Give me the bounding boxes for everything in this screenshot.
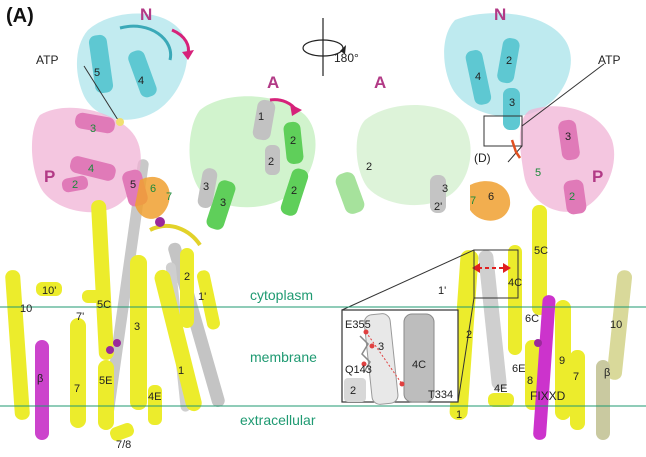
rotation-icon: [303, 18, 346, 76]
right-tm-helix-6e: 6E: [512, 364, 525, 375]
right-a-helix-6: 6: [488, 192, 494, 203]
right-tm-helix-1: 1: [456, 410, 462, 421]
right-a-helix-7: 7: [470, 196, 476, 207]
tm-helix-5c: [91, 200, 114, 361]
left-tm-helix-4e: 4E: [148, 392, 161, 403]
metal-ion-right: [534, 339, 542, 347]
left-p-helix-7: 7: [166, 192, 172, 203]
left-a-helix-1: 1: [258, 112, 264, 123]
metal-ion: [155, 217, 165, 227]
left-a-helix-2b: 2: [268, 157, 274, 168]
atp-left-site: [116, 118, 124, 126]
domain-n-left: N: [140, 6, 152, 23]
right-tm-helix-10: 10: [610, 320, 622, 331]
right-n-helix-4: 4: [475, 72, 481, 83]
right-tm-helix-8: 8: [527, 376, 533, 387]
label-cytoplasm: cytoplasm: [250, 288, 313, 302]
label-membrane: membrane: [250, 350, 317, 364]
inset-helix-2: 2: [350, 386, 356, 397]
a-domain-right: [357, 105, 471, 205]
domain-a-left: A: [267, 74, 279, 91]
left-a-helix-2a: 2: [290, 136, 296, 147]
right-p-helix-3: 3: [565, 132, 571, 143]
left-tm-helix-1: 1: [178, 366, 184, 377]
right-p-helix-2: 2: [569, 192, 575, 203]
left-p-helix-2: 2: [72, 180, 78, 191]
tm-helix-5e: [98, 360, 114, 430]
domain-a-right: A: [374, 74, 386, 91]
left-p-helix-5: 5: [130, 180, 136, 191]
left-tm-helix-7-8: 7/8: [116, 440, 131, 451]
left-a-helix-3a: 3: [203, 182, 209, 193]
metal-ion: [106, 346, 114, 354]
left-a-helix-2c: 2: [291, 186, 297, 197]
label-extracellular: extracellular: [240, 413, 315, 427]
tm-helix-7-right: [570, 350, 585, 430]
tm-helix-2: [180, 248, 194, 328]
right-tm-helix-6c: 6C: [525, 314, 539, 325]
left-a-helix-3b: 3: [220, 198, 226, 209]
left-tm-helix-7: 7: [74, 384, 80, 395]
left-tm-helix-7p: 7': [76, 312, 84, 323]
left-p-helix-6: 6: [150, 184, 156, 195]
right-tm-helix-4e: 4E: [494, 384, 507, 395]
label-d: (D): [474, 152, 491, 164]
inset-helix-4c: 4C: [412, 360, 426, 371]
domain-p-right: P: [592, 168, 603, 185]
domain-n-right: N: [494, 6, 506, 23]
right-tm-helix-9: 9: [559, 356, 565, 367]
left-n-helix-4: 4: [138, 76, 144, 87]
zoom-atom: [370, 344, 375, 349]
right-tm-helix-7: 7: [573, 372, 579, 383]
left-p-helix-3: 3: [90, 124, 96, 135]
right-p-helix-5: 5: [535, 168, 541, 179]
left-p-helix-4: 4: [88, 164, 94, 175]
tm-helix-4e-right: [488, 393, 514, 407]
tm-helix-10: [5, 270, 30, 421]
domain-p-left: P: [44, 168, 55, 185]
left-tm-helix-5e: 5E: [99, 376, 112, 387]
inset-e355: E355: [345, 320, 371, 331]
left-tm-helix-10p: 10': [42, 286, 56, 297]
inset-q143: Q143: [345, 365, 372, 376]
right-tm-helix-5c: 5C: [534, 246, 548, 257]
right-tm-helix-4c: 4C: [508, 278, 522, 289]
grey-helix-right: [478, 250, 508, 391]
label-fixxd: FIXXD: [530, 390, 565, 402]
label-atp-right: ATP: [598, 54, 620, 66]
inset-helix-3: 3: [378, 342, 384, 353]
a-helix-2-right: [333, 170, 366, 216]
left-tm-helix-3: 3: [134, 322, 140, 333]
right-a-helix-2p: 2': [434, 202, 442, 213]
left-tm-helix-beta: β: [37, 374, 43, 385]
left-tm-helix-1p: 1': [198, 292, 206, 303]
left-tm-helix-10: 10: [20, 304, 32, 315]
right-n-helix-2: 2: [506, 56, 512, 67]
right-a-helix-3: 3: [442, 184, 448, 195]
right-tm-helix-2: 2: [466, 330, 472, 341]
tm-helix-4c-right: [508, 245, 522, 355]
panel-label: (A): [6, 6, 34, 26]
right-tm-helix-1p: 1': [438, 286, 446, 297]
beta-helix-magenta: [35, 340, 49, 440]
zoom-connector-top: [342, 250, 474, 310]
metal-ion: [113, 339, 121, 347]
label-atp-left: ATP: [36, 54, 58, 66]
left-tm-helix-5c: 5C: [97, 300, 111, 311]
tm-linker: [150, 226, 200, 245]
inset-t334: T334: [428, 390, 453, 401]
right-n-helix-3: 3: [509, 98, 515, 109]
right-a-helix-2: 2: [366, 162, 372, 173]
left-tm-helix-2: 2: [184, 272, 190, 283]
right-tm-helix-beta: β: [604, 368, 610, 379]
left-n-helix-5: 5: [94, 68, 100, 79]
rotation-label: 180°: [334, 52, 359, 64]
n-helix-3-right: [503, 88, 520, 130]
tm-helix-7: [70, 318, 86, 428]
